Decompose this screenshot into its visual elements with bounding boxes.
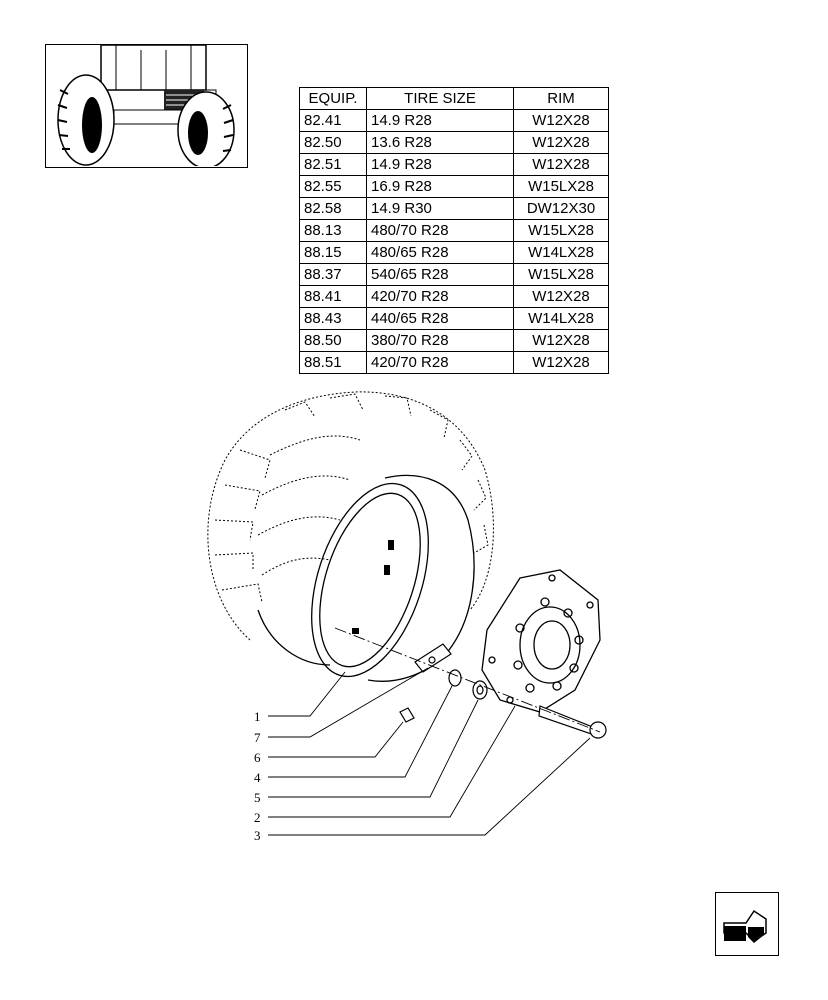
rim-cell: W15LX28 xyxy=(513,175,609,198)
column-header-tire-size: TIRE SIZE xyxy=(366,87,514,110)
rim-cell: W12X28 xyxy=(513,109,609,132)
tractor-thumbnail-icon xyxy=(45,44,248,168)
rim-cell: W12X28 xyxy=(513,285,609,308)
callout-labels: 1 7 6 4 5 2 3 xyxy=(254,709,261,843)
next-page-arrow-icon[interactable] xyxy=(715,892,779,956)
tire-size-cell: 480/70 R28 xyxy=(366,219,514,242)
tire-size-cell: 420/70 R28 xyxy=(366,351,514,374)
callout-2: 2 xyxy=(254,810,261,825)
tire-size-cell: 380/70 R28 xyxy=(366,329,514,352)
column-header-rim: RIM xyxy=(513,87,609,110)
rim-cell: DW12X30 xyxy=(513,197,609,220)
tire-size-cell: 14.9 R28 xyxy=(366,109,514,132)
callout-1: 1 xyxy=(254,709,261,724)
equip-cell: 88.43 xyxy=(299,307,367,330)
rim-cell: W12X28 xyxy=(513,351,609,374)
wheel-disc-illustration xyxy=(481,569,601,713)
rim-illustration xyxy=(257,474,475,682)
tire-size-cell: 16.9 R28 xyxy=(366,175,514,198)
callout-4: 4 xyxy=(254,770,261,785)
equip-cell: 88.15 xyxy=(299,241,367,264)
callout-6: 6 xyxy=(254,750,261,765)
rim-cell: W15LX28 xyxy=(513,263,609,286)
rim-cell: W12X28 xyxy=(513,329,609,352)
equip-cell: 88.37 xyxy=(299,263,367,286)
equip-cell: 82.55 xyxy=(299,175,367,198)
equip-cell: 82.41 xyxy=(299,109,367,132)
axis-line xyxy=(334,627,601,733)
rim-cell: W14LX28 xyxy=(513,241,609,264)
equip-cell: 82.58 xyxy=(299,197,367,220)
equip-cell: 88.13 xyxy=(299,219,367,242)
tire-size-cell: 13.6 R28 xyxy=(366,131,514,154)
column-header-equip: EQUIP. xyxy=(299,87,367,110)
callout-5: 5 xyxy=(254,790,261,805)
tire-size-cell: 480/65 R28 xyxy=(366,241,514,264)
rim-cell: W14LX28 xyxy=(513,307,609,330)
tire-size-cell: 14.9 R30 xyxy=(366,197,514,220)
tire-size-cell: 540/65 R28 xyxy=(366,263,514,286)
callout-7: 7 xyxy=(254,730,261,745)
table-header-row: EQUIP. TIRE SIZE RIM xyxy=(299,87,609,110)
tire-size-cell: 440/65 R28 xyxy=(366,307,514,330)
rim-cell: W12X28 xyxy=(513,131,609,154)
equip-cell: 82.50 xyxy=(299,131,367,154)
equip-cell: 88.50 xyxy=(299,329,367,352)
callout-3: 3 xyxy=(254,828,261,843)
wheel-exploded-view-diagram: 1 7 6 4 5 2 3 xyxy=(207,391,607,843)
leader-lines xyxy=(268,667,591,836)
tire-size-cell: 14.9 R28 xyxy=(366,153,514,176)
tire-size-cell: 420/70 R28 xyxy=(366,285,514,308)
rim-cell: W12X28 xyxy=(513,153,609,176)
equip-cell: 88.41 xyxy=(299,285,367,308)
equip-cell: 82.51 xyxy=(299,153,367,176)
tire-illustration xyxy=(207,391,494,641)
rim-cell: W15LX28 xyxy=(513,219,609,242)
equip-cell: 88.51 xyxy=(299,351,367,374)
